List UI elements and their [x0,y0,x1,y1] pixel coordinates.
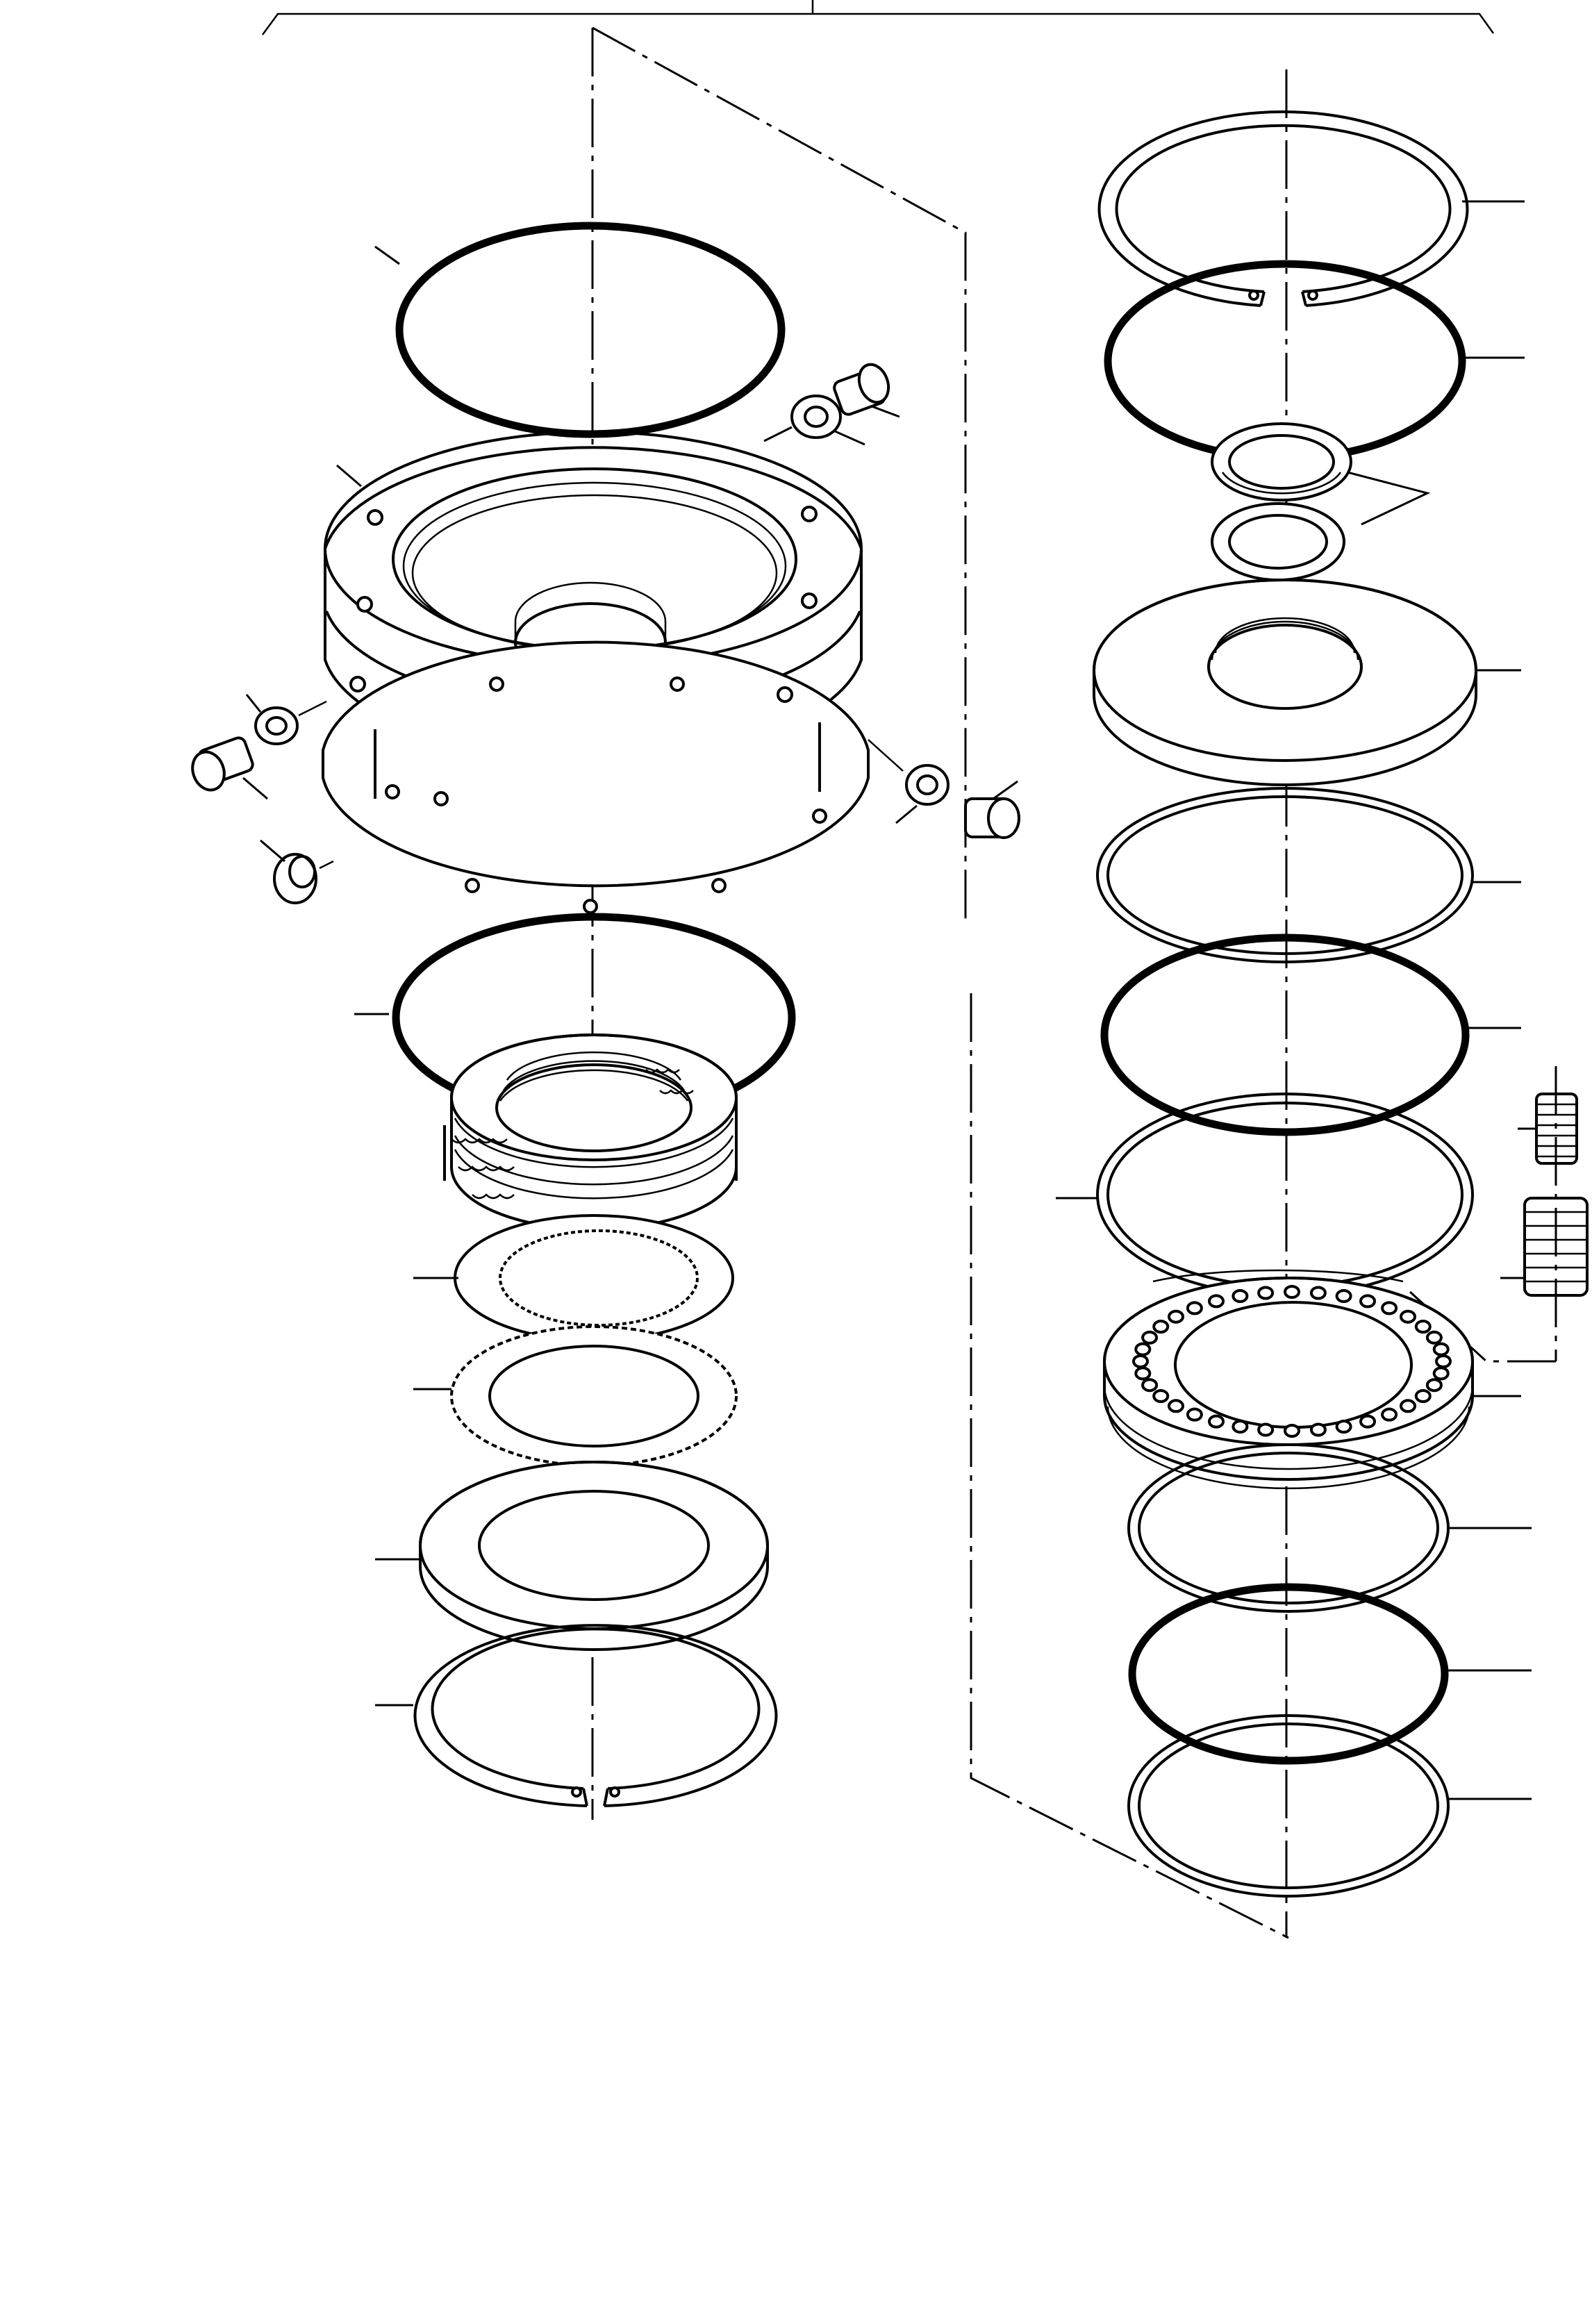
spring-pocket [1414,1389,1432,1403]
spring-pocket [1208,1294,1225,1309]
spring-pocket [1168,1309,1184,1324]
spring-pocket [1432,1366,1450,1381]
right-thick-o-ring-mid [1100,933,1521,1136]
spring-pocket [1284,1424,1300,1438]
spring-pocket [1425,1330,1443,1345]
spring-pocket [1232,1420,1249,1434]
spring-pocket [1381,1407,1398,1422]
spring-pocket [1359,1294,1376,1309]
spring-axis-line [1409,1066,1557,1363]
washer-left [245,694,327,745]
spring-pocket [1134,1366,1152,1381]
piston [1103,1269,1521,1490]
spring-pocket [1359,1414,1376,1429]
spring-pocket [1141,1330,1159,1345]
spring-pocket [1414,1320,1432,1334]
plug-right [964,780,1020,839]
spring-pocket [1257,1422,1275,1437]
spring-pocket [1152,1320,1170,1334]
spring-pocket [1186,1407,1203,1422]
right-seal-ring-1 [1096,787,1521,963]
right-snap-ring-top [1097,110,1525,307]
small-spring [1518,1093,1578,1165]
spring-pocket [1141,1378,1159,1393]
spring-pocket [1335,1289,1352,1303]
thrust-plate [375,1461,769,1651]
large-spring [1500,1197,1589,1297]
spring-pocket [1232,1289,1249,1303]
outer-plate [413,1214,734,1342]
spring-pocket [1400,1309,1416,1324]
spring-pocket [1168,1399,1184,1413]
piston-disc [1093,579,1521,786]
spring-pocket [1257,1286,1275,1300]
plug-lower-left [260,839,334,904]
right-seal-ring-2 [1056,1093,1474,1297]
right-seal-ring-3 [1127,1443,1532,1613]
spring-pocket [1432,1342,1450,1356]
left-snap-ring [375,1624,778,1807]
right-thick-o-ring-bottom [1128,1583,1532,1765]
right-seal-ring-4 [1127,1714,1532,1898]
spring-pocket [1425,1378,1443,1393]
spring-pocket [1381,1301,1398,1315]
plug-top-right [833,363,900,418]
housing [322,431,870,914]
left-thick-o-ring [374,222,786,438]
spring-pocket [1134,1342,1152,1356]
spring-pocket [1435,1354,1452,1368]
clutch-pack [443,1034,738,1231]
housing-plugs-and-washers [191,363,1020,904]
spring-pocket [1309,1422,1327,1437]
bearing-pair [1211,422,1431,581]
washer-top-right [763,395,865,446]
spring-pocket [1132,1354,1149,1368]
assembly-axis-lines [591,26,1289,1939]
spring-pocket [1335,1420,1352,1434]
spring-pocket [1400,1399,1416,1413]
spring-pocket [1152,1389,1170,1403]
spring-pocket [1208,1414,1225,1429]
page-frame [261,0,1495,35]
plug-left [191,736,268,800]
spring-pocket [1309,1286,1327,1300]
spring-pocket [1186,1301,1203,1315]
washer-right [868,739,950,824]
spring-pocket [1284,1285,1300,1299]
friction-disc [413,1325,738,1467]
piston-spring-pockets [1132,1285,1452,1438]
